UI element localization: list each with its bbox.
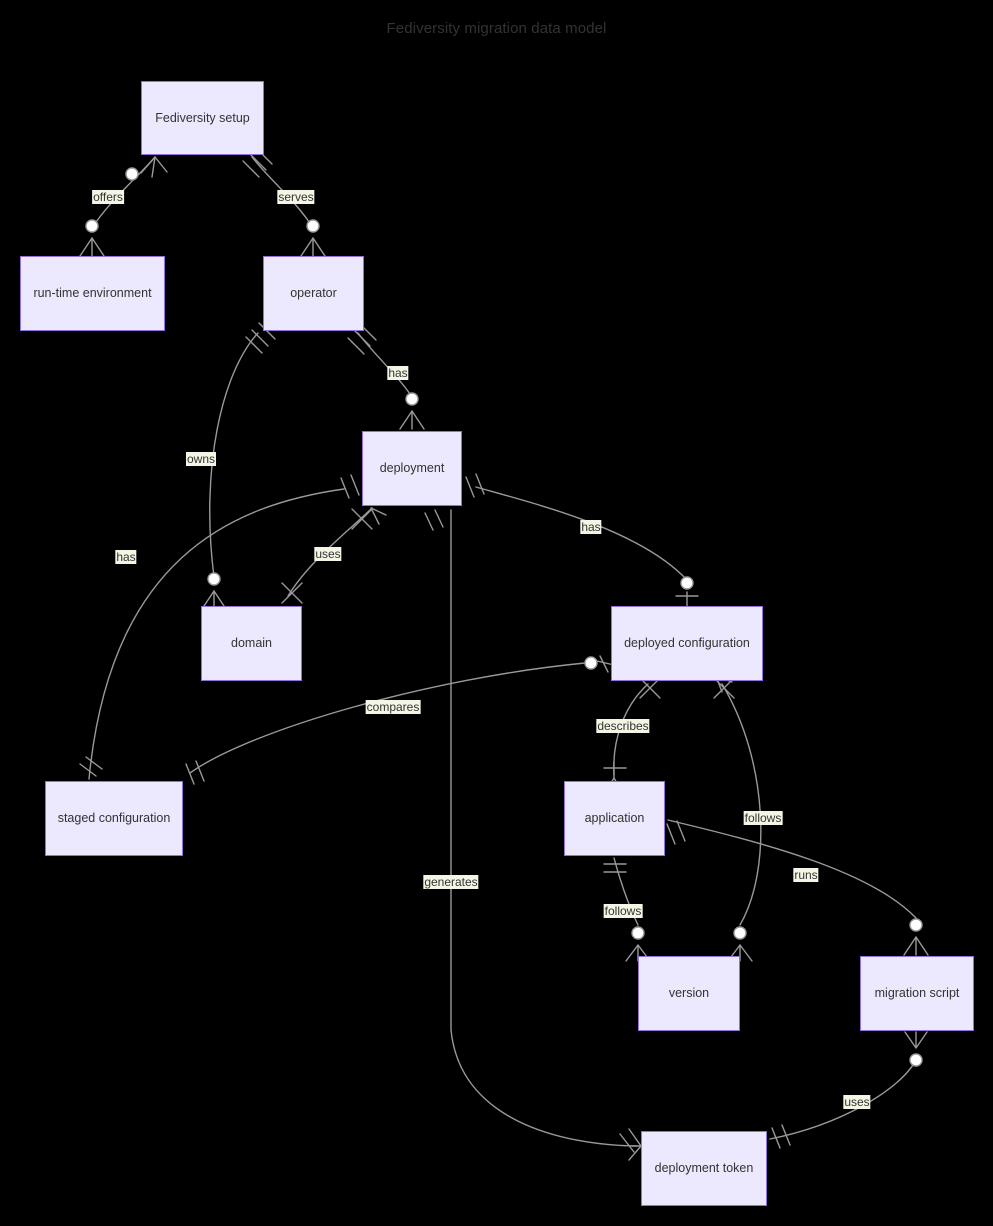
marker-owns-domain — [201, 572, 227, 610]
entity-deployed-configuration[interactable]: deployed configuration — [611, 606, 763, 681]
marker-has-staged-config — [79, 756, 103, 777]
relationship-label-runs: runs — [793, 868, 819, 882]
marker-has-dc-config — [675, 576, 699, 607]
entity-deployment[interactable]: deployment — [362, 431, 462, 506]
entity-fediversity-setup[interactable]: Fediversity setup — [141, 81, 264, 155]
relationship-label-generates: generates — [423, 875, 479, 889]
relationship-label-compares: compares — [365, 700, 421, 714]
entity-deployment-token[interactable]: deployment token — [641, 1131, 767, 1206]
marker-uses-ms-token — [771, 1124, 791, 1149]
marker-has-staged-deployment — [340, 474, 360, 499]
entity-label: Fediversity setup — [155, 110, 250, 125]
marker-has-dc-deployment — [465, 473, 485, 498]
marker-owns-operator — [245, 322, 276, 354]
marker-serves-to — [300, 219, 326, 257]
marker-follows-ap — [603, 863, 627, 873]
edge-has-staged — [88, 488, 345, 780]
entity-domain[interactable]: domain — [201, 606, 302, 681]
marker-compares-staged — [185, 760, 205, 785]
entity-label: staged configuration — [57, 811, 171, 825]
relationship-label-has-staged: has — [115, 550, 137, 564]
entity-run-time-environment[interactable]: run-time environment — [20, 256, 165, 331]
entity-label: operator — [290, 286, 337, 300]
relationship-label-follows-deployed-config: follows — [743, 811, 783, 825]
edge-follows-deployed-config-version — [721, 683, 762, 926]
entity-label: deployment — [379, 461, 445, 475]
entity-version[interactable]: version — [638, 956, 740, 1031]
entity-operator[interactable]: operator — [263, 256, 364, 331]
marker-offers-to — [79, 219, 105, 257]
marker-describes-config — [639, 677, 661, 699]
entity-label: deployed configuration — [624, 636, 750, 650]
entity-application[interactable]: application — [564, 781, 665, 856]
entity-label: deployment token — [654, 1161, 754, 1175]
relationship-label-owns: owns — [185, 452, 217, 466]
entity-staged-configuration[interactable]: staged configuration — [45, 781, 183, 856]
entity-label: run-time environment — [33, 286, 152, 300]
marker-runs-application — [666, 820, 686, 845]
edge-runs — [667, 819, 917, 919]
marker-compares-config — [584, 655, 615, 673]
entity-migration-script[interactable]: migration script — [860, 956, 974, 1031]
marker-offers-from — [125, 156, 168, 181]
relationship-label-uses-domain: uses — [314, 547, 342, 561]
page-title: Fediversity migration data model — [386, 20, 607, 37]
edge-generates — [450, 509, 638, 1147]
relationship-label-follows-application: follows — [603, 904, 643, 918]
marker-uses-ms-script — [904, 1031, 928, 1067]
relationship-label-uses-migration-token: uses — [843, 1095, 871, 1109]
relationship-label-describes: describes — [596, 719, 650, 733]
entity-label: version — [668, 986, 710, 1000]
marker-uses-domain — [281, 582, 303, 604]
marker-generates-token — [619, 1128, 642, 1161]
relationship-label-has-operator-deployment: has — [387, 366, 409, 380]
marker-runs-script — [903, 918, 929, 956]
entity-label: application — [584, 811, 645, 825]
relationship-label-offers: offers — [92, 190, 124, 204]
relationship-label-has-deployed-config: has — [580, 520, 602, 534]
entity-label: domain — [231, 636, 272, 650]
entity-label: migration script — [874, 986, 960, 1000]
edge-follows-application-version — [613, 857, 639, 926]
marker-follows-dc-version — [727, 926, 753, 962]
marker-has-deployment — [399, 392, 425, 430]
edge-owns — [209, 332, 259, 578]
marker-uses-deployment — [351, 507, 387, 530]
relationship-label-serves: serves — [277, 190, 315, 204]
edge-compares — [189, 662, 586, 774]
marker-generates-deployment — [424, 509, 444, 531]
edge-uses-domain — [287, 507, 373, 597]
